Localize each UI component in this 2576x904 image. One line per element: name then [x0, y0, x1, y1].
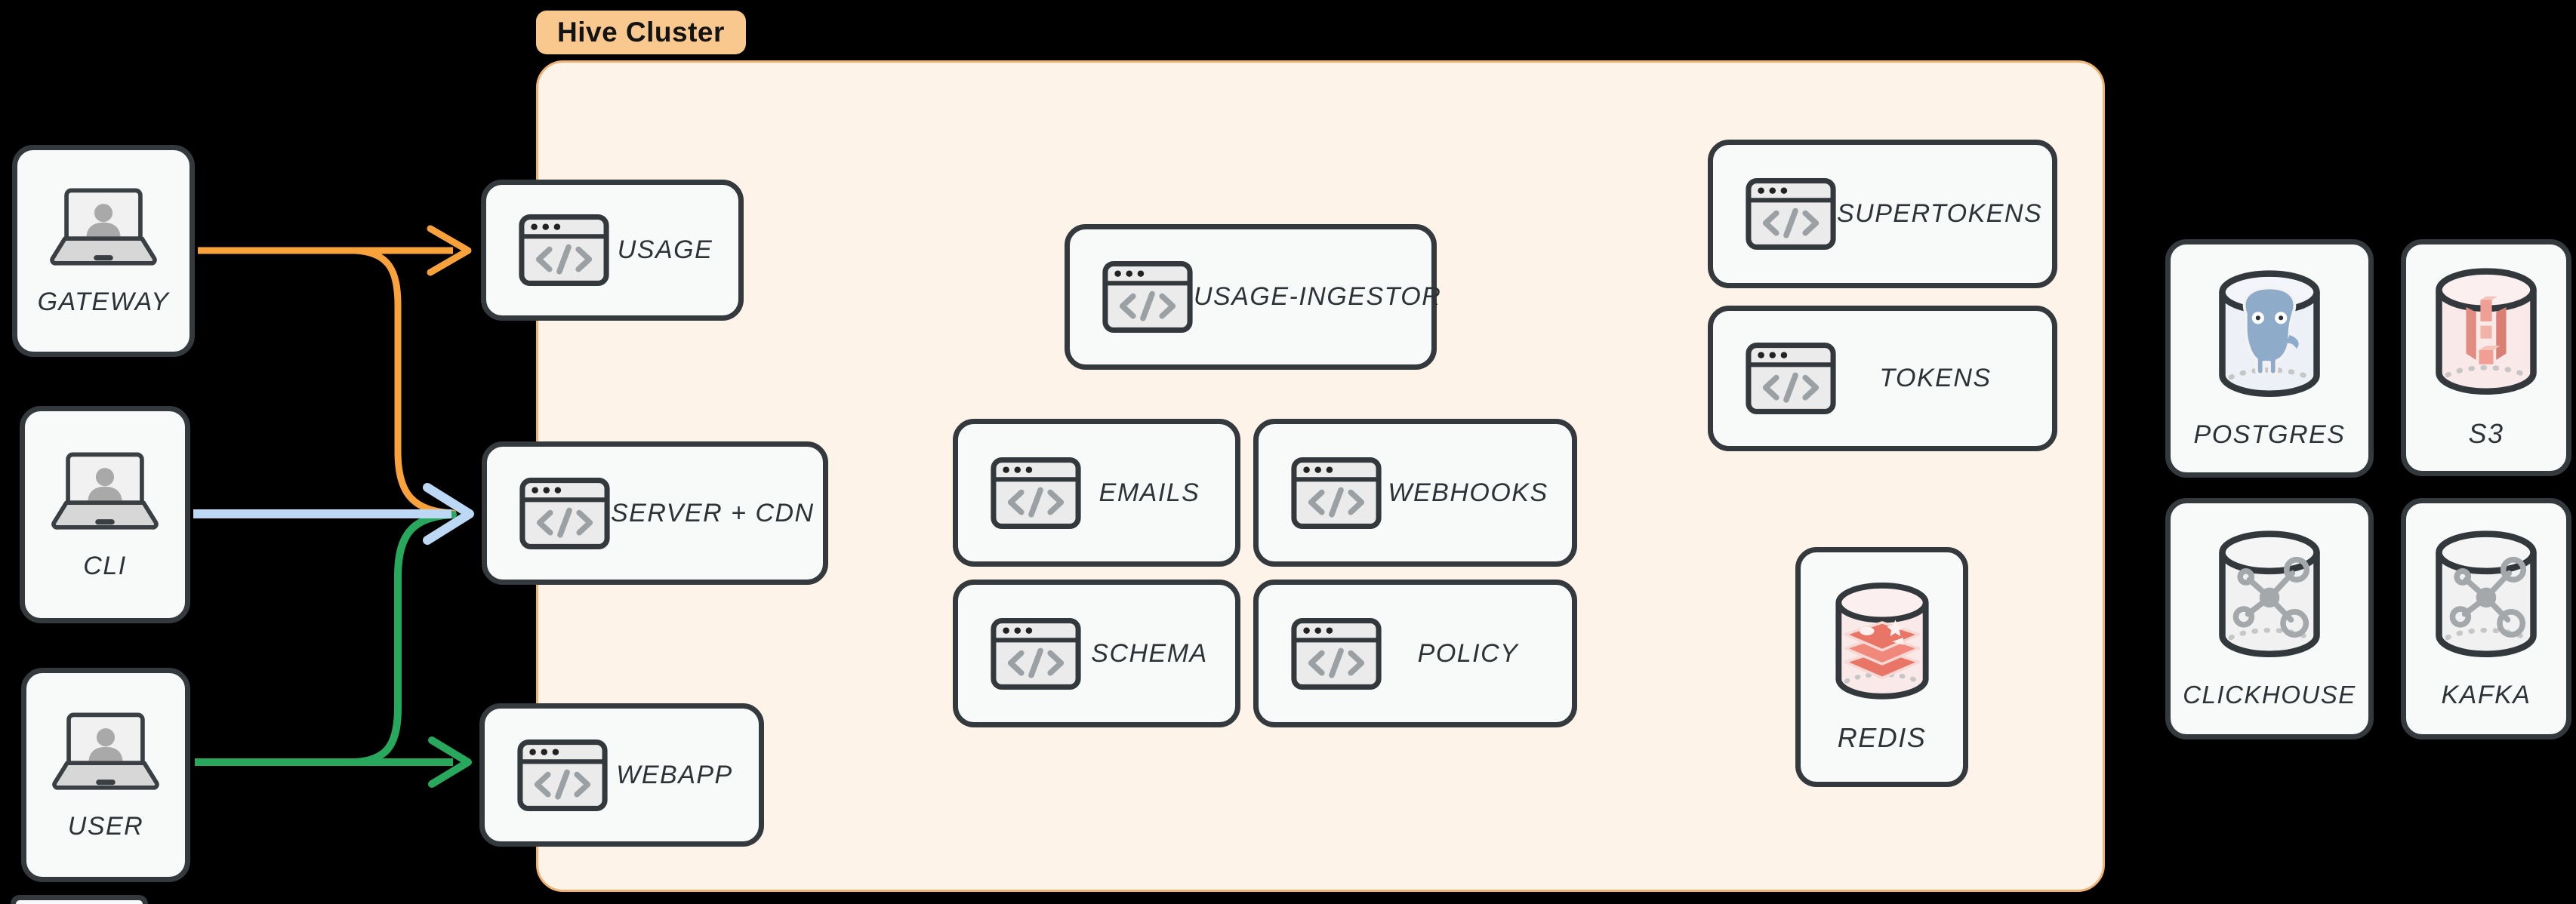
browser-code-icon [518, 214, 610, 287]
laptop-user-icon [46, 449, 164, 535]
node-label: USAGE [617, 235, 713, 264]
browser-code-icon [990, 457, 1082, 530]
node-s3: S3 [2401, 239, 2571, 476]
node-label: CLICKHOUSE [2183, 681, 2356, 709]
arrow-user [195, 511, 472, 788]
node-policy: POLICY [1253, 580, 1577, 727]
arrow-cli [193, 483, 474, 545]
node-label: SERVER + CDN [611, 498, 815, 527]
laptop-user-icon [45, 185, 162, 271]
node-usage-ingestor: USAGE-INGESTOR [1065, 224, 1441, 370]
cluster-badge: Hive Cluster [536, 11, 746, 54]
postgres-database-icon [2212, 268, 2327, 404]
node-label: EMAILS [1098, 478, 1200, 507]
node-label: WEBAPP [616, 760, 733, 789]
browser-code-icon [1290, 457, 1382, 530]
redis-database-icon [1829, 580, 1935, 706]
node-label: USER [67, 811, 144, 841]
node-emails: EMAILS [953, 419, 1240, 567]
node-label: SUPERTOKENS [1837, 199, 2043, 228]
node-label: S3 [2468, 418, 2504, 449]
node-label: GATEWAY [37, 287, 170, 316]
browser-code-icon [1290, 617, 1382, 690]
node-label: POLICY [1417, 638, 1519, 668]
arrow-gateway [198, 225, 472, 517]
cluster-badge-label: Hive Cluster [557, 17, 725, 48]
browser-code-icon [519, 477, 611, 550]
node-label: POSTGRES [2193, 420, 2346, 449]
browser-code-icon [990, 617, 1082, 690]
node-label: KAFKA [2441, 680, 2531, 709]
node-label: USAGE-INGESTOR [1194, 282, 1442, 311]
node-webapp: WEBAPP [479, 703, 764, 847]
node-gateway: GATEWAY [12, 145, 195, 357]
node-kafka: KAFKA [2401, 498, 2571, 739]
browser-code-icon [1745, 342, 1837, 415]
node-usage: USAGE [481, 180, 744, 321]
cropped-node-sliver [11, 895, 148, 904]
node-webhooks: WEBHOOKS [1253, 419, 1577, 567]
kafka-database-icon [2429, 528, 2544, 664]
node-label: REDIS [1837, 722, 1927, 753]
node-label: WEBHOOKS [1388, 478, 1548, 507]
browser-code-icon [1102, 260, 1194, 334]
node-server-cdn: SERVER + CDN [482, 441, 828, 585]
browser-code-icon [516, 739, 609, 812]
node-cli: CLI [20, 406, 190, 623]
node-label: TOKENS [1879, 364, 1992, 392]
node-postgres: POSTGRES [2165, 239, 2374, 478]
node-clickhouse: CLICKHOUSE [2165, 498, 2374, 739]
laptop-user-icon [47, 709, 165, 795]
node-user: USER [21, 668, 190, 882]
s3-database-icon [2429, 266, 2544, 401]
clickhouse-database-icon [2212, 528, 2327, 664]
node-schema: SCHEMA [953, 580, 1240, 727]
node-tokens: TOKENS [1708, 306, 2057, 451]
node-supertokens: SUPERTOKENS [1708, 140, 2057, 288]
browser-code-icon [1745, 177, 1837, 251]
node-label: SCHEMA [1091, 638, 1208, 668]
node-label: CLI [83, 551, 127, 580]
node-redis: REDIS [1795, 547, 1968, 787]
